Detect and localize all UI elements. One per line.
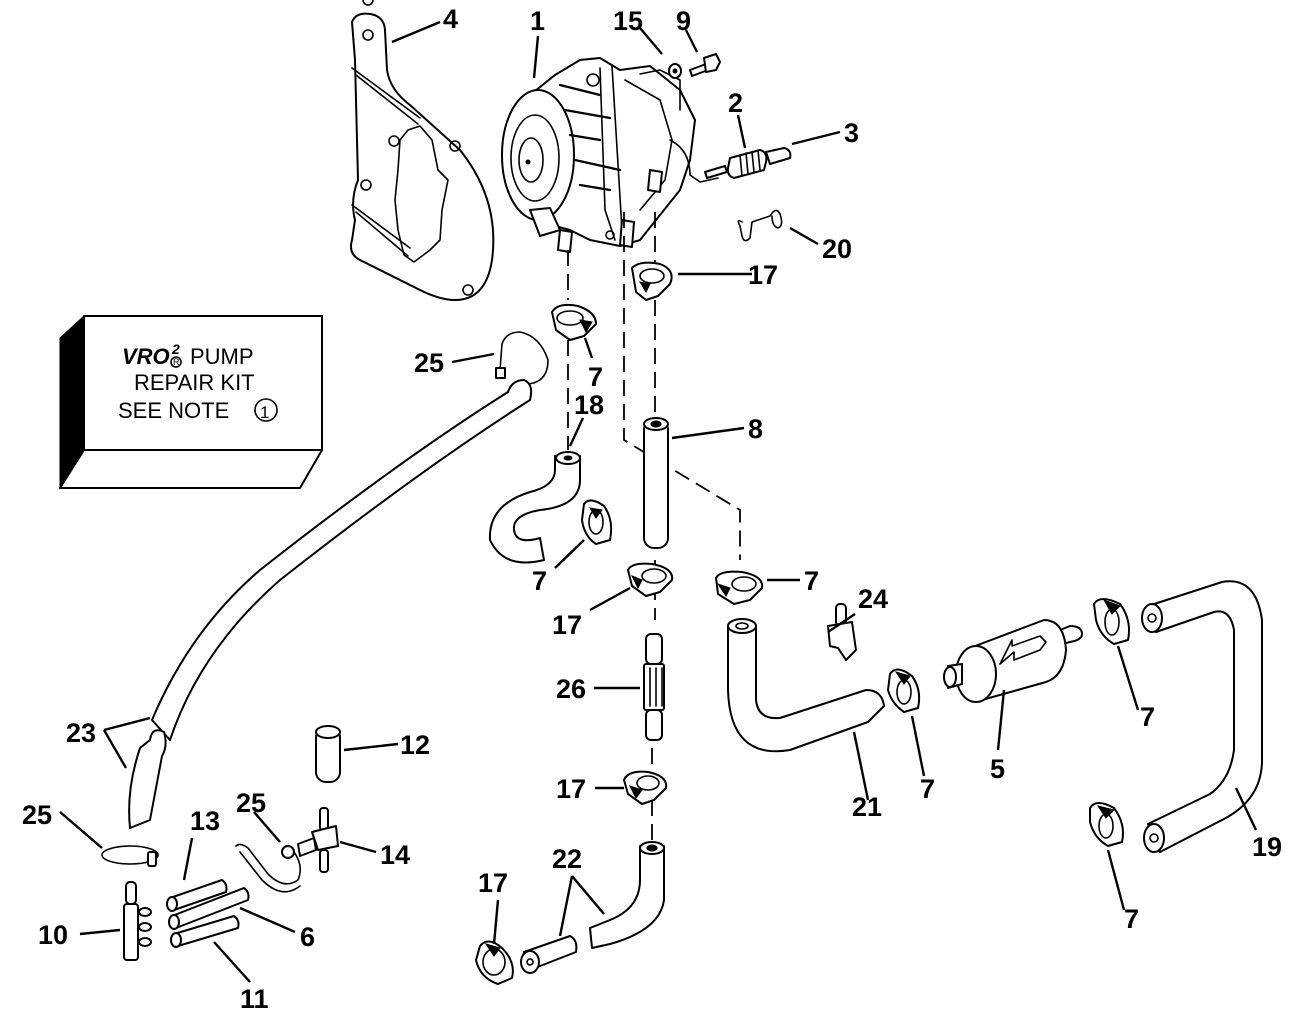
hose-clamp (631, 261, 673, 301)
callout-labels: 4 1 15 9 2 3 20 17 7 25 18 8 7 17 7 24 2… (22, 4, 1282, 1014)
hose-clamp (551, 303, 597, 341)
kit-brand-text: VRO (122, 344, 170, 369)
callout-21: 21 (852, 792, 882, 822)
long-hose (128, 379, 533, 829)
callout-26: 26 (556, 674, 586, 704)
callout-11: 11 (240, 984, 269, 1014)
retainer-clip (737, 209, 783, 242)
callout-24: 24 (858, 584, 888, 614)
fuel-pump (501, 57, 719, 253)
callout-6: 6 (300, 922, 315, 952)
leader-lines (59, 20, 1258, 983)
kit-brand-superscript: 2 (171, 341, 180, 357)
callout-7-mid-right: 7 (804, 566, 819, 596)
hose-clamp (1093, 598, 1130, 645)
callout-7-top: 7 (588, 362, 603, 392)
kit-line1-suffix: PUMP (190, 344, 254, 369)
tie-strap (235, 843, 302, 893)
plug (315, 725, 341, 783)
tee-fitting (297, 807, 339, 873)
kit-line3: SEE NOTE (118, 398, 229, 423)
washer (668, 63, 682, 79)
formed-hose (488, 451, 581, 564)
callout-7-right-bottom: 7 (1124, 904, 1139, 934)
callout-25-left: 25 (22, 800, 52, 830)
spring (726, 149, 768, 179)
callout-22: 22 (552, 844, 582, 874)
hose-fitting-clip (827, 603, 857, 661)
repair-kit-box: VRO 2 R PUMP REPAIR KIT SEE NOTE 1 (59, 314, 323, 490)
callout-8: 8 (748, 414, 763, 444)
callout-20: 20 (822, 234, 852, 264)
callout-3: 3 (844, 118, 859, 148)
callout-4: 4 (443, 4, 458, 34)
callout-25-mid: 25 (236, 788, 266, 818)
callout-15: 15 (613, 6, 643, 36)
callout-17-lower: 17 (556, 774, 586, 804)
callout-17-top: 17 (748, 260, 778, 290)
callout-18: 18 (574, 390, 604, 420)
small-hoses (166, 879, 250, 948)
hose-clamp (715, 570, 764, 605)
callout-5: 5 (990, 754, 1005, 784)
kit-line2: REPAIR KIT (134, 370, 255, 395)
straight-hose (643, 417, 669, 549)
hose-clamp (627, 562, 674, 597)
tie-strap (495, 331, 549, 385)
hose-clamp (581, 499, 613, 545)
manifold-fitting (123, 881, 152, 961)
hose-clamp (475, 940, 514, 985)
formed-hose-19 (1141, 580, 1263, 853)
callout-9: 9 (676, 6, 691, 36)
tie-strap (101, 845, 159, 867)
callout-7-mid-left: 7 (532, 566, 547, 596)
primer-fitting (765, 147, 792, 165)
callout-12: 12 (400, 730, 430, 760)
callout-19: 19 (1252, 832, 1282, 862)
registered-mark-icon (170, 356, 182, 368)
callout-13: 13 (190, 806, 220, 836)
callout-1: 1 (530, 6, 545, 36)
callout-7-filter: 7 (920, 774, 935, 804)
fuel-filter (943, 619, 1083, 703)
bracket-hole-icon (362, 0, 374, 6)
mounting-bracket (350, 0, 495, 301)
note-number: 1 (260, 403, 269, 422)
in-line-filter (643, 633, 665, 741)
callout-25-top: 25 (414, 348, 444, 378)
screw (689, 53, 721, 77)
hose-clamp (1089, 802, 1124, 847)
callout-23: 23 (66, 718, 96, 748)
hose-clamp (887, 668, 921, 713)
registered-mark-text: R (173, 357, 180, 367)
callout-2: 2 (728, 88, 743, 118)
callout-17-bottom: 17 (478, 868, 508, 898)
callout-17-mid: 17 (552, 610, 582, 640)
callout-14: 14 (380, 840, 410, 870)
callout-10: 10 (38, 920, 68, 950)
primer-line (704, 165, 728, 179)
callout-7-right-top: 7 (1140, 702, 1155, 732)
formed-hose-21 (727, 618, 885, 753)
hose-clamp (623, 770, 668, 805)
formed-hose-22 (520, 841, 665, 974)
note-circle-icon (254, 398, 278, 422)
